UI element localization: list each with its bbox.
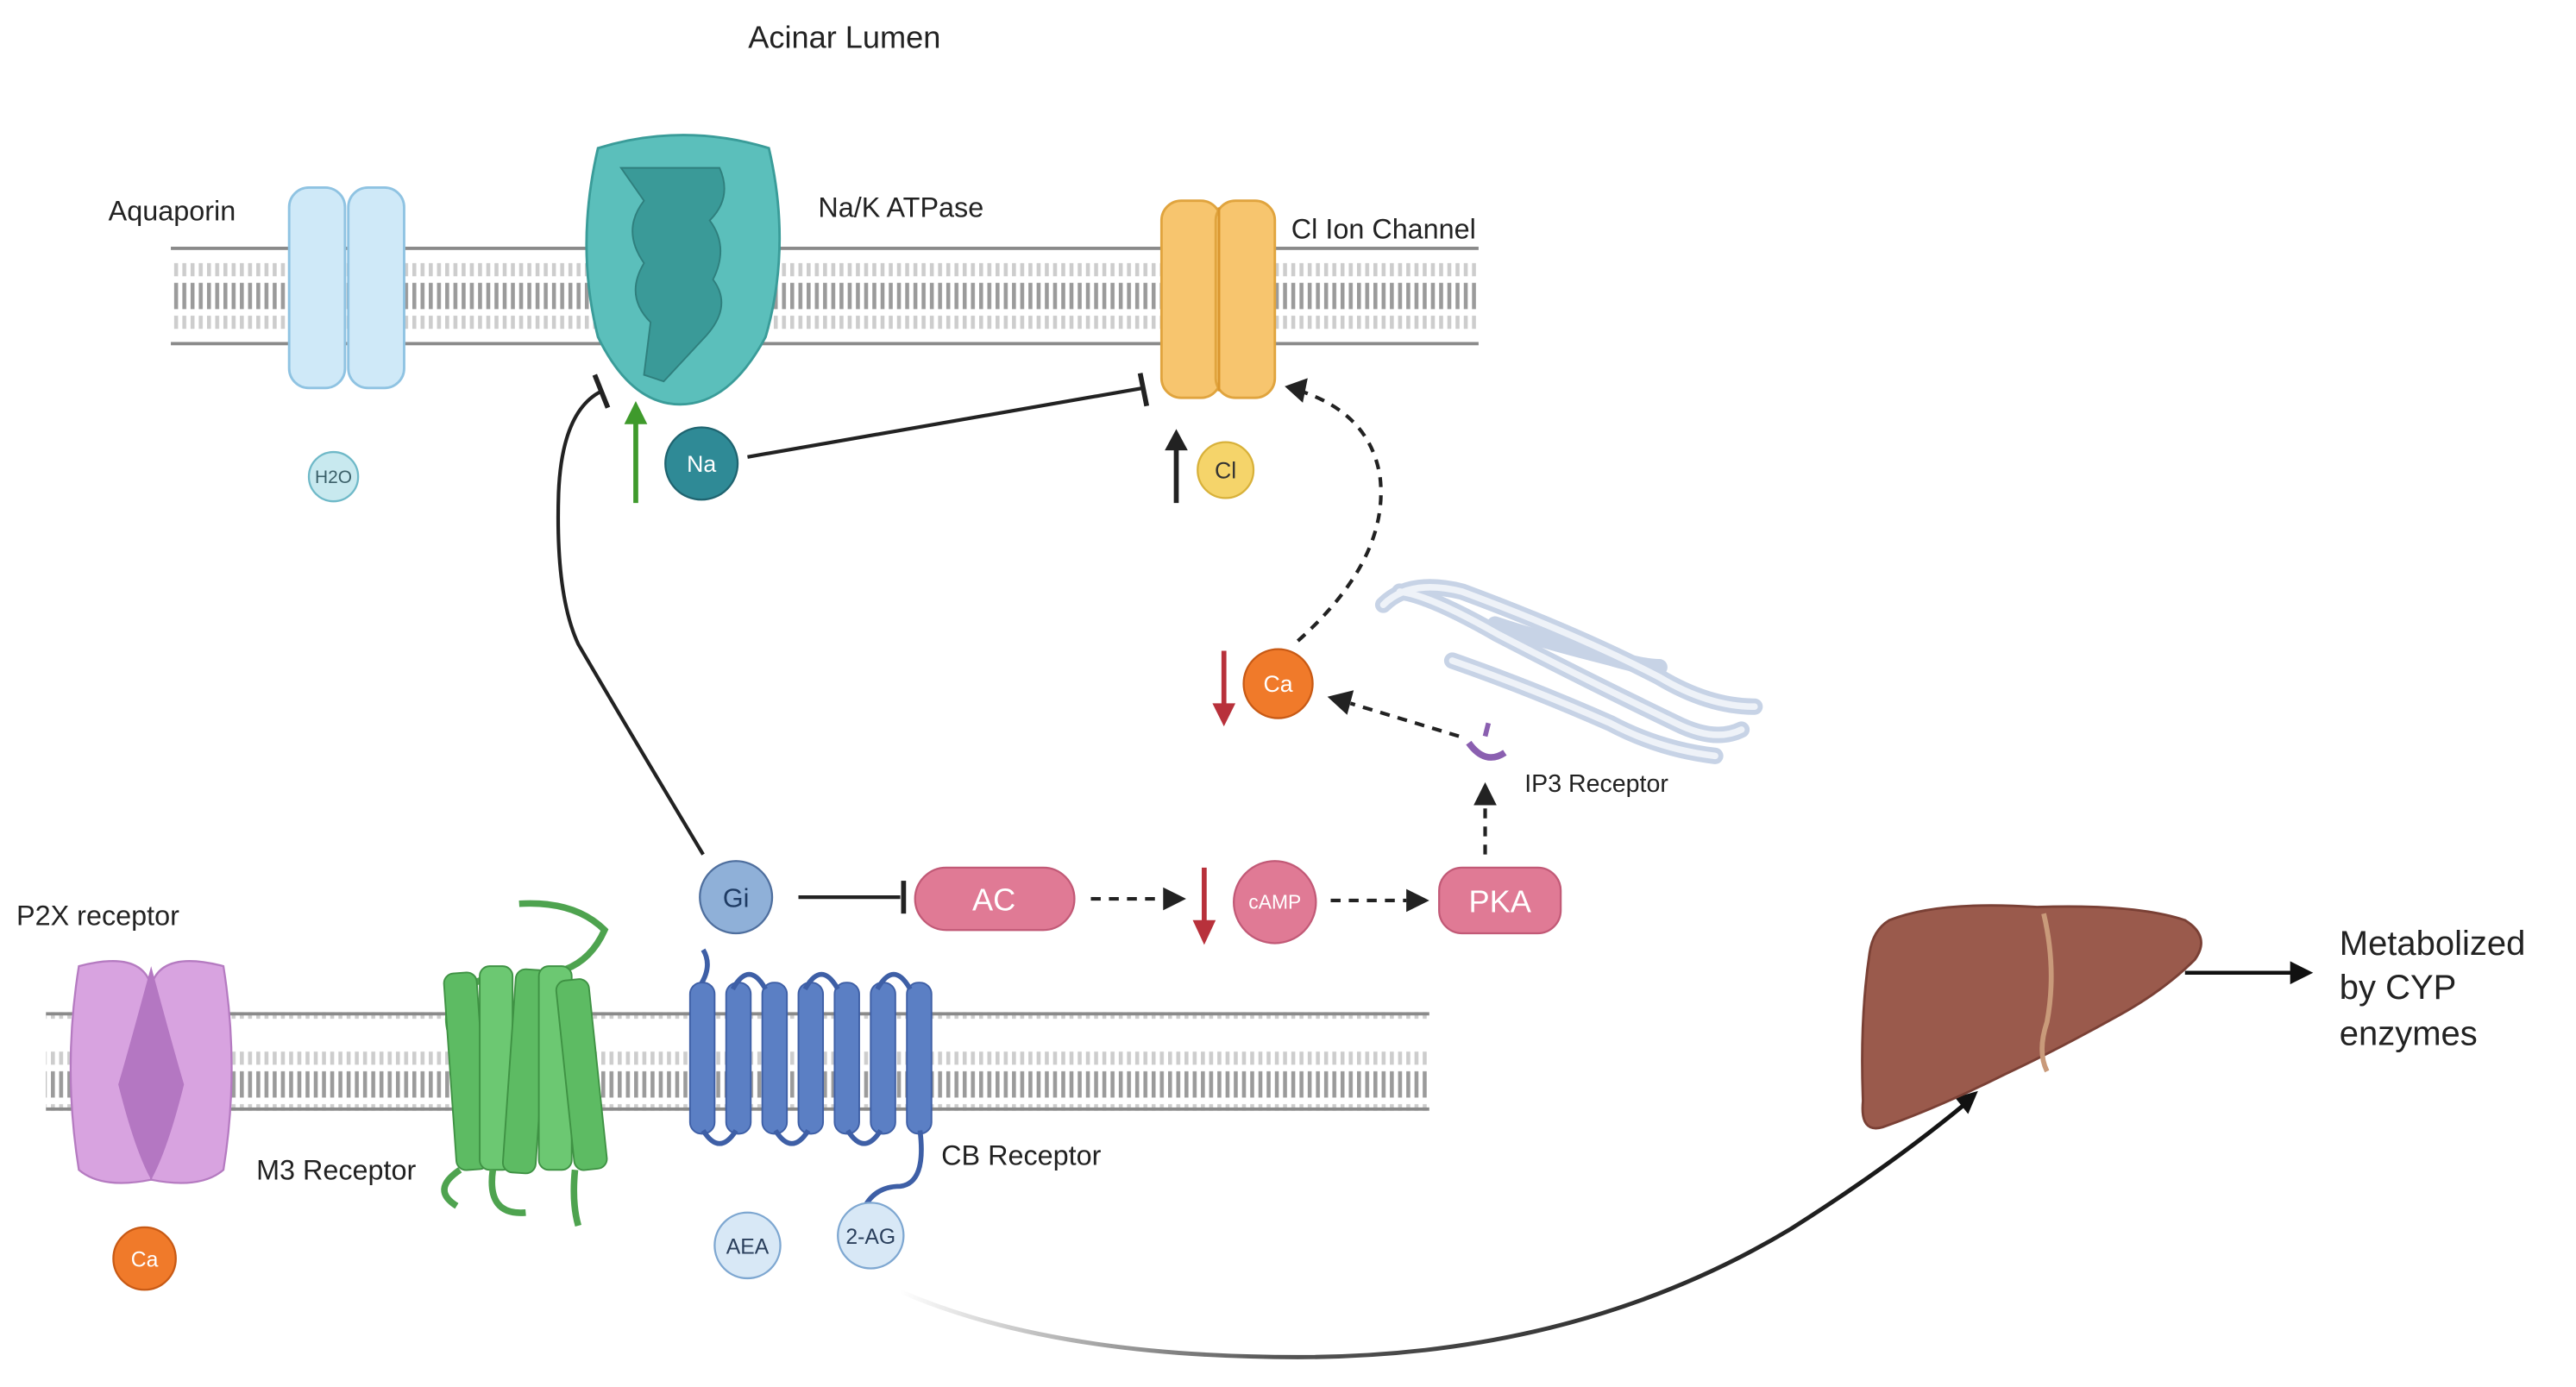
m3-receptor [441,900,609,1227]
liver-icon [1861,904,2202,1130]
ca-cytosol-molecule: Ca [1242,648,1314,719]
gi-protein: Gi [699,860,774,935]
metabolized-line1: Metabolized [2340,925,2526,963]
ca-cytosol-label: Ca [1264,671,1293,697]
camp-label: cAMP [1248,890,1301,913]
ac-to-camp [1090,887,1186,911]
na-k-atpase-label: Na/K ATPase [818,192,983,223]
na-molecule: Na [664,426,739,501]
camp-molecule: cAMP [1233,860,1317,945]
na-k-atpase-pump [585,134,782,406]
aquaporin-label: Aquaporin [109,196,236,227]
ca-activates-cl-channel [1285,378,1383,643]
pka-enzyme: PKA [1438,866,1562,935]
aquaporin-channel [287,186,405,390]
cl-label: Cl [1215,458,1236,484]
h2o-label: H2O [315,468,352,487]
camp-to-pka [1330,888,1429,913]
ca-p2x-molecule: Ca [112,1226,177,1291]
two-ag-molecule: 2-AG [837,1202,905,1270]
cl-molecule: Cl [1197,441,1255,499]
ac-label: AC [972,882,1015,917]
p2x-receptor-label: P2X receptor [16,901,179,932]
gi-label: Gi [723,884,749,913]
ca-decrease-arrow [1212,650,1236,727]
ac-enzyme: AC [914,866,1076,932]
gi-inhibits-na-k-atpase [556,373,705,856]
na-inhibits-cl-channel [747,373,1150,459]
acinar-lumen-label: Acinar Lumen [748,20,940,55]
na-label: Na [687,451,716,477]
cb-receptor [688,948,933,1217]
camp-decrease-arrow [1192,867,1216,945]
ip3-receptor [1466,722,1507,761]
ip3-receptor-label: IP3 Receptor [1524,770,1668,798]
endocannabinoid-to-liver-arrow [899,1090,1978,1359]
na-increase-arrow [624,401,648,504]
ca-p2x-label: Ca [131,1249,159,1272]
m3-receptor-label: M3 Receptor [256,1155,416,1186]
metabolized-line2: by CYP [2340,969,2457,1007]
aea-label: AEA [726,1235,770,1258]
er-outline [1379,584,1758,760]
pka-label: PKA [1468,883,1531,919]
metabolized-line3: enzymes [2340,1015,2478,1053]
two-ag-label: 2-AG [845,1226,895,1249]
ip3-releases-ca [1327,690,1460,738]
h2o-molecule: H2O [307,450,360,503]
p2x-receptor [69,960,233,1184]
cl-increase-arrow [1165,429,1188,504]
gi-inhibits-ac [798,881,907,914]
cb-receptor-label: CB Receptor [941,1140,1101,1171]
aea-molecule: AEA [713,1211,782,1280]
cl-ion-channel [1159,199,1277,399]
liver-to-metabolized-arrow [2184,961,2314,985]
pka-acts-on-ip3-receptor [1473,781,1497,855]
cl-ion-channel-label: Cl Ion Channel [1291,213,1476,244]
